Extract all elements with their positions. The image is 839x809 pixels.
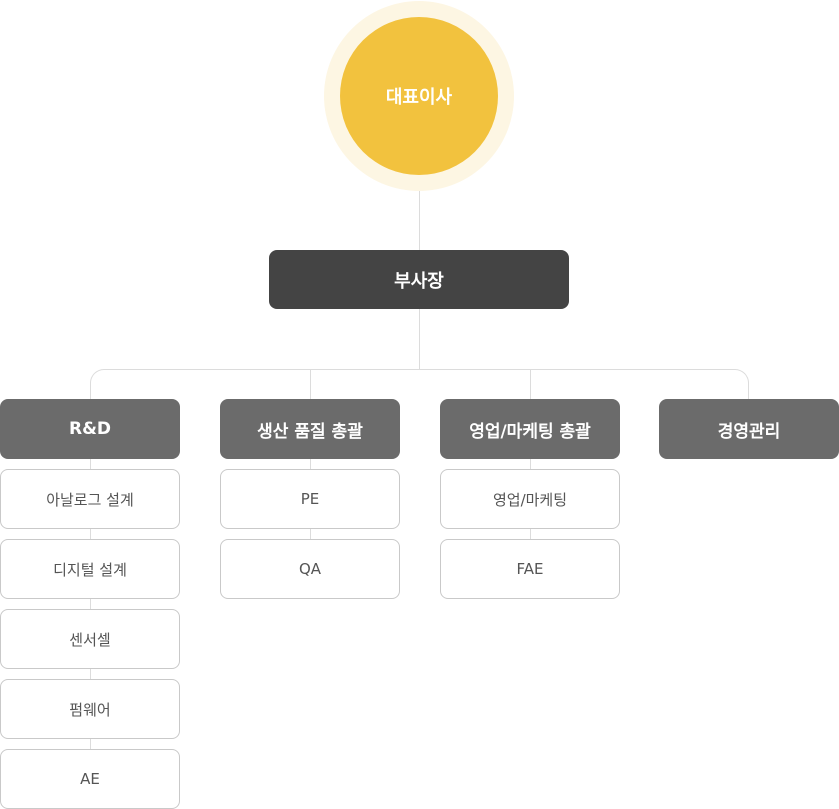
dept-management: 경영관리 xyxy=(659,399,839,459)
connector-ceo-vp xyxy=(419,190,420,250)
dept-production-quality: 생산 품질 총괄 xyxy=(220,399,400,459)
team-ae: AE xyxy=(0,749,180,809)
connector-vp-branch xyxy=(419,309,420,369)
team-firmware: 펌웨어 xyxy=(0,679,180,739)
team-label: 영업/마케팅 xyxy=(492,490,568,509)
team-sales-marketing: 영업/마케팅 xyxy=(440,469,620,529)
team-label: 아날로그 설계 xyxy=(46,490,134,509)
vice-president-label: 부사장 xyxy=(394,270,444,292)
dept-label: 생산 품질 총괄 xyxy=(257,421,363,442)
team-pe: PE xyxy=(220,469,400,529)
dept-sales-marketing: 영업/마케팅 총괄 xyxy=(440,399,620,459)
team-label: FAE xyxy=(516,560,544,578)
connector-dept-1-teams xyxy=(90,459,91,749)
team-digital-design: 디지털 설계 xyxy=(0,539,180,599)
team-label: AE xyxy=(80,770,100,788)
team-label: PE xyxy=(300,490,320,508)
connector-branch-dept-3 xyxy=(530,369,531,399)
ceo-label: 대표이사 xyxy=(385,87,453,108)
team-sensor-cell: 센서셀 xyxy=(0,609,180,669)
dept-label: 영업/마케팅 총괄 xyxy=(469,421,591,442)
dept-label: 경영관리 xyxy=(717,421,781,442)
connector-branch-dept-2 xyxy=(310,369,311,399)
team-qa: QA xyxy=(220,539,400,599)
team-label: 센서셀 xyxy=(69,630,111,649)
team-label: 펌웨어 xyxy=(69,700,111,719)
dept-label: R&D xyxy=(68,419,112,439)
team-label: 디지털 설계 xyxy=(53,560,127,579)
connector-branch xyxy=(90,369,749,399)
ceo-node: 대표이사 xyxy=(340,17,498,175)
team-fae: FAE xyxy=(440,539,620,599)
team-label: QA xyxy=(298,560,322,578)
dept-rnd: R&D xyxy=(0,399,180,459)
team-analog-design: 아날로그 설계 xyxy=(0,469,180,529)
vice-president-node: 부사장 xyxy=(269,250,569,309)
